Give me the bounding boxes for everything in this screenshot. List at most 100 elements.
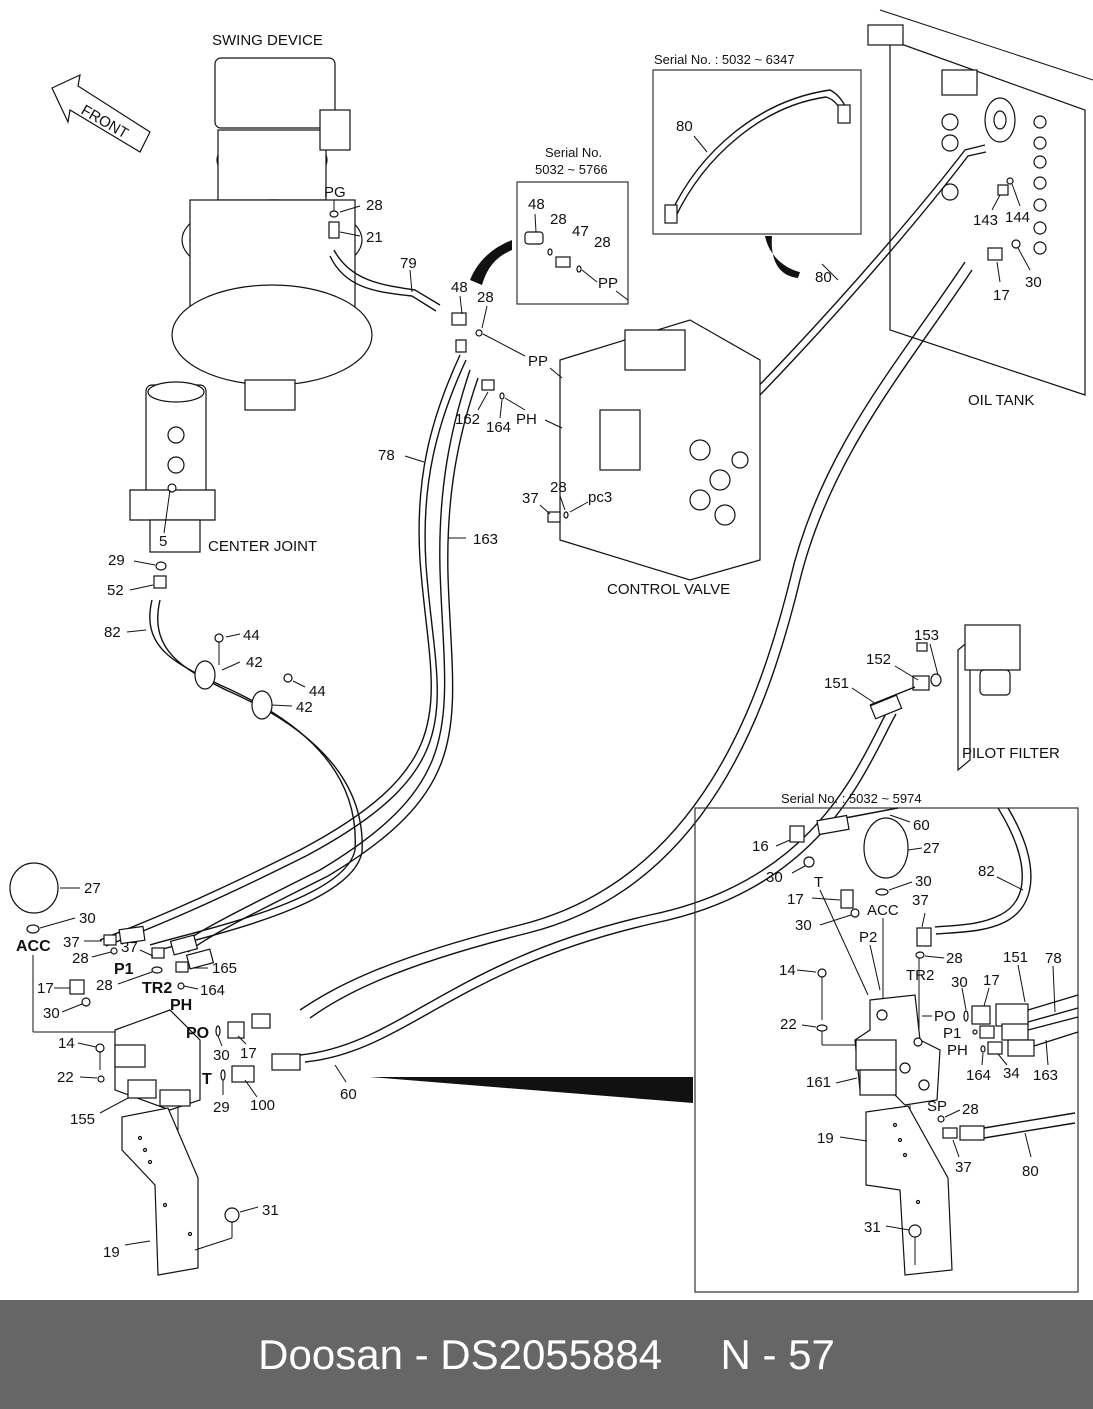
oil-tank-callout-143: 143 — [973, 212, 998, 229]
cj-callout-29: 29 — [108, 552, 125, 569]
ic-callout-27: 27 — [923, 840, 940, 857]
hose-78 — [99, 354, 461, 941]
ll-callout-27: 27 — [84, 880, 101, 897]
valve-callout-37: 37 — [522, 490, 539, 507]
oil-tank-title: OIL TANK — [968, 392, 1034, 409]
cj-callout-52: 52 — [107, 582, 124, 599]
ic-port-po: PO — [934, 1008, 956, 1025]
inset-pointer-arrow — [370, 1077, 693, 1103]
cj-callout-44a: 44 — [243, 627, 260, 644]
ll-port-po: PO — [186, 1025, 209, 1042]
inset-a-serial-line1: Serial No. — [545, 145, 602, 160]
ic-callout-37a: 37 — [912, 892, 929, 909]
ic-callout-16: 16 — [752, 838, 769, 855]
ll-port-acc: ACC — [16, 938, 51, 955]
ll-port-t: T — [202, 1071, 212, 1088]
cj-callout-44b: 44 — [309, 683, 326, 700]
pilot-filter: PILOT FILTER 153 152 151 — [824, 624, 1060, 772]
lower-left-valve-block: 27 30 ACC 37 28 37 165 P1 28 164 TR2 PH … — [9, 862, 357, 1276]
inset-a-serial-line2: 5032 ~ 5766 — [535, 162, 608, 177]
callout-21: 21 — [366, 229, 383, 246]
ic-port-p2: P2 — [859, 929, 877, 946]
inset-b-callout-80: 80 — [676, 118, 693, 135]
ll-callout-31: 31 — [262, 1202, 279, 1219]
ll-callout-37a: 37 — [63, 934, 80, 951]
control-valve-title: CONTROL VALVE — [607, 581, 730, 598]
valve-area-fittings: 48 28 PP 162 164 PH 37 28 pc3 — [451, 279, 612, 523]
swing-device-title: SWING DEVICE — [212, 32, 323, 49]
ll-port-ph: PH — [170, 997, 192, 1014]
oil-tank-callout-17: 17 — [993, 287, 1010, 304]
inset-a-callout-28a: 28 — [550, 211, 567, 228]
ic-port-tr2: TR2 — [906, 967, 934, 984]
valve-callout-28b: 28 — [550, 479, 567, 496]
ic-callout-151: 151 — [1003, 949, 1028, 966]
port-label-pg: PG — [324, 184, 346, 201]
center-joint-title: CENTER JOINT — [208, 538, 317, 555]
oil-tank: 143 144 17 30 OIL TANK — [867, 9, 1093, 409]
ll-callout-60: 60 — [340, 1086, 357, 1103]
valve-callout-48: 48 — [451, 279, 468, 296]
ic-callout-30c: 30 — [795, 917, 812, 934]
hydraulic-parts-diagram: FRONT SWING DEVICE PG 28 21 79 Serial No… — [9, 9, 1093, 1293]
ic-callout-164: 164 — [966, 1067, 991, 1084]
pf-callout-153: 153 — [914, 627, 939, 644]
center-joint: CENTER JOINT 5 29 52 82 44 42 44 42 — [104, 381, 363, 952]
ic-callout-30d: 30 — [951, 974, 968, 991]
inset-serial-5766: Serial No. 5032 ~ 5766 48 28 47 28 PP — [470, 145, 629, 305]
ll-callout-165: 165 — [212, 960, 237, 977]
ic-callout-22: 22 — [780, 1016, 797, 1033]
callout-163-main: 163 — [473, 531, 498, 548]
ic-callout-80: 80 — [1022, 1163, 1039, 1180]
ic-callout-30a: 30 — [766, 869, 783, 886]
pilot-filter-title: PILOT FILTER — [962, 745, 1060, 762]
ll-port-tr2: TR2 — [142, 980, 172, 997]
ic-callout-17a: 17 — [787, 891, 804, 908]
ic-callout-28a: 28 — [946, 950, 963, 967]
hose-163 — [179, 369, 471, 946]
callout-79: 79 — [400, 255, 417, 272]
ll-callout-30a: 30 — [79, 910, 96, 927]
ll-callout-17b: 17 — [240, 1045, 257, 1062]
ic-callout-31: 31 — [864, 1219, 881, 1236]
oil-tank-callout-144: 144 — [1005, 209, 1030, 226]
cj-callout-82: 82 — [104, 624, 121, 641]
ic-callout-28b: 28 — [962, 1101, 979, 1118]
callout-78-main: 78 — [378, 447, 395, 464]
ic-callout-34: 34 — [1003, 1065, 1020, 1082]
ic-port-sp: SP — [927, 1098, 947, 1115]
callout-28-swing: 28 — [366, 197, 383, 214]
ll-callout-100: 100 — [250, 1097, 275, 1114]
valve-callout-164: 164 — [486, 419, 511, 436]
ll-callout-30c: 30 — [213, 1047, 230, 1064]
oil-tank-callout-30: 30 — [1025, 274, 1042, 291]
valve-callout-162: 162 — [455, 411, 480, 428]
ll-port-p1: P1 — [114, 961, 134, 978]
ic-callout-163: 163 — [1033, 1067, 1058, 1084]
cj-callout-42b: 42 — [296, 699, 313, 716]
control-valve: CONTROL VALVE — [559, 319, 761, 598]
ic-port-ph: PH — [947, 1042, 968, 1059]
cj-callout-5: 5 — [159, 533, 167, 550]
callout-80-main: 80 — [815, 269, 832, 286]
pf-callout-151: 151 — [824, 675, 849, 692]
ll-callout-29: 29 — [213, 1099, 230, 1116]
port-label-pp: PP — [528, 353, 548, 370]
ll-callout-30b: 30 — [43, 1005, 60, 1022]
hose-82 — [149, 599, 356, 946]
ll-callout-164: 164 — [200, 982, 225, 999]
ic-port-p1: P1 — [943, 1025, 961, 1042]
pf-callout-152: 152 — [866, 651, 891, 668]
ic-callout-19: 19 — [817, 1130, 834, 1147]
ic-callout-60: 60 — [913, 817, 930, 834]
ic-port-t: T — [814, 874, 823, 891]
ll-callout-17a: 17 — [37, 980, 54, 997]
ic-callout-17b: 17 — [983, 972, 1000, 989]
ll-callout-19: 19 — [103, 1244, 120, 1261]
front-arrow-icon: FRONT — [51, 73, 151, 153]
inset-serial-6347: Serial No. : 5032 ~ 6347 80 — [652, 52, 862, 278]
inset-a-callout-47: 47 — [572, 223, 589, 240]
ic-port-acc: ACC — [867, 902, 899, 919]
ll-callout-155: 155 — [70, 1111, 95, 1128]
footer-bar: Doosan - DS2055884 N - 57 — [0, 1300, 1093, 1409]
